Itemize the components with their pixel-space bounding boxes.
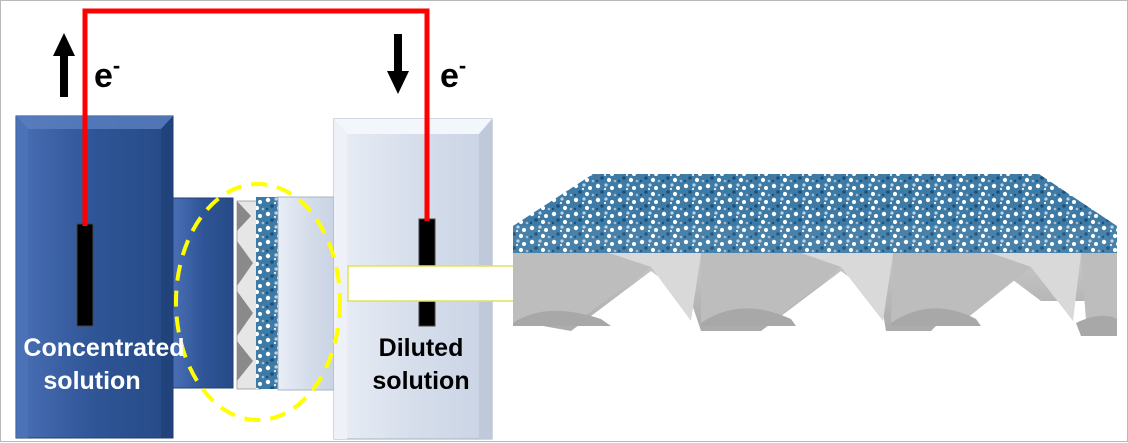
diluted-label-line1: Diluted — [379, 334, 464, 362]
membrane-top-surface — [513, 174, 1117, 226]
electron-label-left: e- — [94, 53, 120, 95]
membrane-stack — [236, 197, 278, 390]
electron-label-right: e- — [440, 53, 466, 95]
concentrated-label-line1: Concentrated — [23, 334, 184, 362]
electron-arrow-up-icon — [53, 33, 75, 97]
zoomed-membrane — [513, 174, 1117, 336]
small-concentrated-compartment — [172, 197, 234, 389]
left-electrode — [76, 223, 94, 327]
diluted-label-line2: solution — [372, 367, 469, 395]
concentrated-cell — [15, 115, 174, 439]
external-wire — [82, 8, 430, 226]
membrane-coating — [256, 197, 278, 389]
concentrated-label-line2: solution — [43, 367, 140, 395]
highlight-ellipse — [174, 182, 342, 422]
electron-arrow-down-icon — [387, 34, 409, 94]
small-diluted-compartment — [277, 196, 336, 391]
